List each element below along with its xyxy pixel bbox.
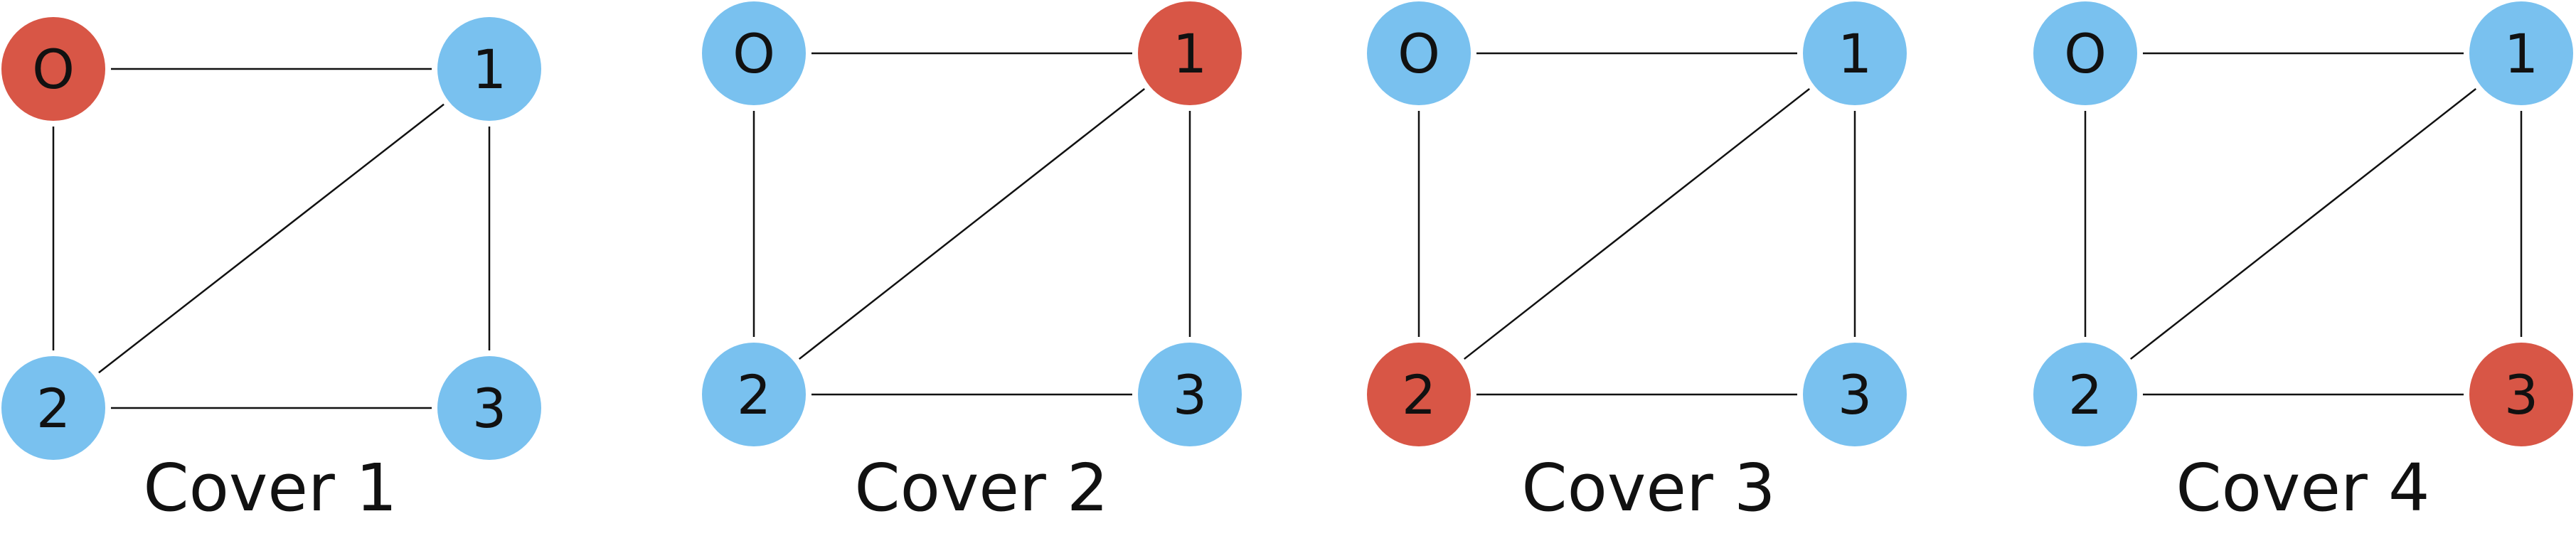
node-circle [437, 17, 541, 121]
node-label: 2 [1402, 363, 1436, 426]
cover-caption: Cover 3 [1521, 450, 1775, 526]
node-1: 1 [1803, 1, 1907, 105]
node-2: 2 [702, 343, 806, 446]
node-label: 2 [737, 363, 771, 426]
edge-1-2 [98, 103, 445, 374]
node-circle [2469, 1, 2573, 105]
node-1: 1 [2469, 1, 2573, 105]
node-label: 2 [36, 377, 70, 440]
node-3: 3 [437, 356, 541, 460]
node-label: O [733, 22, 775, 85]
node-circle [2033, 1, 2137, 105]
edge-1-2 [799, 87, 1145, 360]
node-label: 3 [472, 377, 506, 440]
node-1-highlighted: 1 [1138, 1, 1242, 105]
node-label: 3 [1173, 363, 1207, 426]
node-label: 3 [1838, 363, 1872, 426]
node-circle [1, 17, 105, 121]
edge-1-2 [1464, 87, 1810, 360]
node-0: O [2033, 1, 2137, 105]
node-3: 3 [1803, 343, 1907, 446]
node-3-highlighted: 3 [2469, 343, 2573, 446]
node-label: 1 [1838, 22, 1872, 85]
node-0: O [1367, 1, 1471, 105]
node-circle [1803, 343, 1907, 446]
node-circle [2469, 343, 2573, 446]
node-label: O [1398, 22, 1440, 85]
node-2-highlighted: 2 [1367, 343, 1471, 446]
node-label: 1 [1173, 22, 1207, 85]
node-circle [1, 356, 105, 460]
node-label: 2 [2068, 363, 2102, 426]
node-label: 3 [2504, 363, 2538, 426]
node-label: O [32, 38, 75, 101]
node-3: 3 [1138, 343, 1242, 446]
node-circle [1138, 343, 1242, 446]
node-circle [437, 356, 541, 460]
node-label: 1 [472, 38, 506, 101]
node-circle [702, 343, 806, 446]
node-circle [702, 1, 806, 105]
node-circle [2033, 343, 2137, 446]
edge-1-2 [2130, 87, 2476, 360]
node-circle [1138, 1, 1242, 105]
node-circle [1367, 343, 1471, 446]
node-0: O [702, 1, 806, 105]
node-1: 1 [437, 17, 541, 121]
node-0-highlighted: O [1, 17, 105, 121]
node-circle [1367, 1, 1471, 105]
cover-caption: Cover 4 [2176, 450, 2429, 526]
node-label: O [2064, 22, 2107, 85]
cover-caption: Cover 2 [854, 450, 1108, 526]
cover-caption: Cover 1 [143, 450, 397, 526]
node-label: 1 [2504, 22, 2538, 85]
node-circle [1803, 1, 1907, 105]
node-2: 2 [2033, 343, 2137, 446]
node-2: 2 [1, 356, 105, 460]
